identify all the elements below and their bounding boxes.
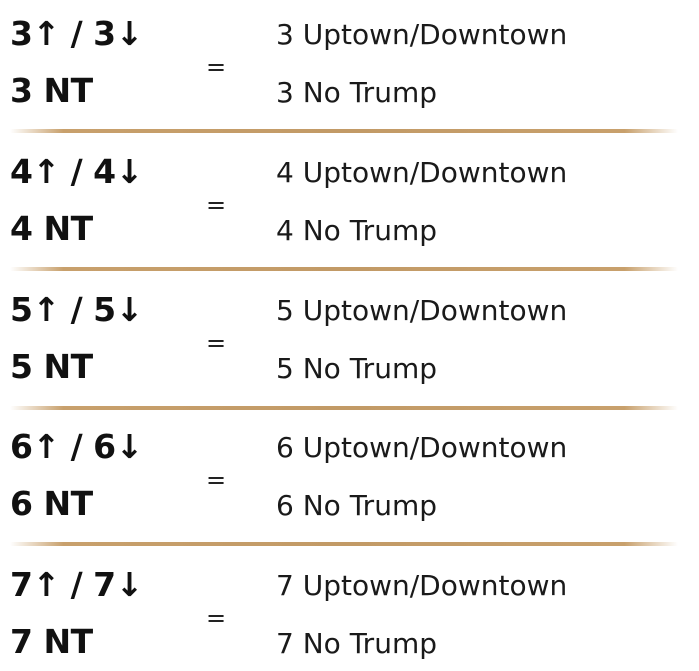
- equals-sign: =: [206, 466, 227, 494]
- bid-symbol-no-trump: 5 NT: [10, 347, 93, 386]
- bid-description-uptown-downtown: 4 Uptown/Downtown: [276, 156, 568, 189]
- bid-description-no-trump: 4 No Trump: [276, 214, 437, 247]
- row-divider: [10, 406, 678, 410]
- bid-description-uptown-downtown: 6 Uptown/Downtown: [276, 431, 568, 464]
- bid-description-no-trump: 6 No Trump: [276, 489, 437, 522]
- row-divider: [10, 542, 678, 546]
- equals-sign: =: [206, 191, 227, 219]
- bid-symbol-uptown-downtown: 4↑ / 4↓: [10, 152, 143, 191]
- equals-sign: =: [206, 604, 227, 632]
- bid-description-uptown-downtown: 5 Uptown/Downtown: [276, 294, 568, 327]
- row-divider: [10, 129, 678, 133]
- bid-description-uptown-downtown: 3 Uptown/Downtown: [276, 18, 568, 51]
- bid-description-no-trump: 5 No Trump: [276, 352, 437, 385]
- legend-row-7: 7↑ / 7↓ 7 NT = 7 Uptown/Downtown 7 No Tr…: [0, 551, 699, 671]
- legend-row-5: 5↑ / 5↓ 5 NT = 5 Uptown/Downtown 5 No Tr…: [0, 276, 699, 396]
- bid-description-no-trump: 7 No Trump: [276, 627, 437, 660]
- bid-symbol-uptown-downtown: 6↑ / 6↓: [10, 427, 143, 466]
- bid-symbol-no-trump: 6 NT: [10, 484, 93, 523]
- equals-sign: =: [206, 53, 227, 81]
- bid-symbol-uptown-downtown: 5↑ / 5↓: [10, 290, 143, 329]
- bid-symbol-no-trump: 7 NT: [10, 622, 93, 661]
- bid-description-no-trump: 3 No Trump: [276, 76, 437, 109]
- bid-symbol-uptown-downtown: 3↑ / 3↓: [10, 14, 143, 53]
- legend-row-4: 4↑ / 4↓ 4 NT = 4 Uptown/Downtown 4 No Tr…: [0, 138, 699, 258]
- legend-row-6: 6↑ / 6↓ 6 NT = 6 Uptown/Downtown 6 No Tr…: [0, 413, 699, 533]
- bid-symbol-no-trump: 3 NT: [10, 71, 93, 110]
- bid-symbol-no-trump: 4 NT: [10, 209, 93, 248]
- legend-row-3: 3↑ / 3↓ 3 NT = 3 Uptown/Downtown 3 No Tr…: [0, 0, 699, 120]
- bid-description-uptown-downtown: 7 Uptown/Downtown: [276, 569, 568, 602]
- bid-symbol-uptown-downtown: 7↑ / 7↓: [10, 565, 143, 604]
- row-divider: [10, 267, 678, 271]
- equals-sign: =: [206, 329, 227, 357]
